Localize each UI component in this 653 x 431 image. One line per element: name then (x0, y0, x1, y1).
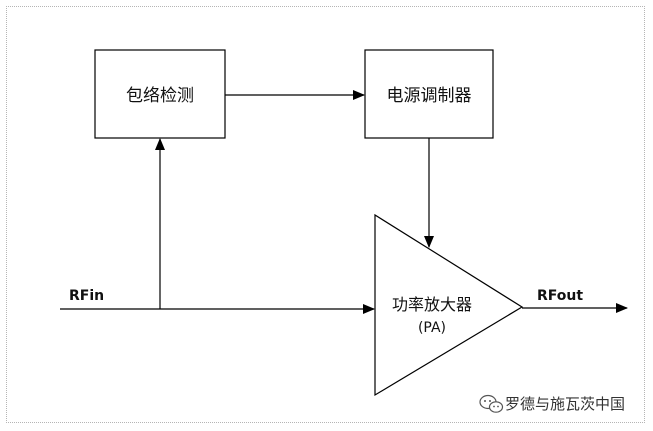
power-modulator-label: 电源调制器 (387, 86, 472, 106)
pa-name-label: 功率放大器 (392, 295, 472, 314)
diagram-frame (6, 6, 645, 423)
power-amplifier-block: 功率放大器 (PA) (374, 213, 524, 397)
power-modulator-block: 电源调制器 (364, 49, 494, 139)
envelope-detect-label: 包络检测 (126, 86, 194, 106)
wechat-icon (479, 394, 504, 413)
rfin-label: RFin (69, 288, 104, 304)
envelope-detect-block: 包络检测 (94, 49, 226, 139)
watermark: 罗德与施瓦茨中国 (479, 394, 625, 413)
watermark-text: 罗德与施瓦茨中国 (505, 395, 625, 413)
rfout-label: RFout (537, 288, 583, 304)
pa-abbr-label: (PA) (418, 320, 446, 336)
